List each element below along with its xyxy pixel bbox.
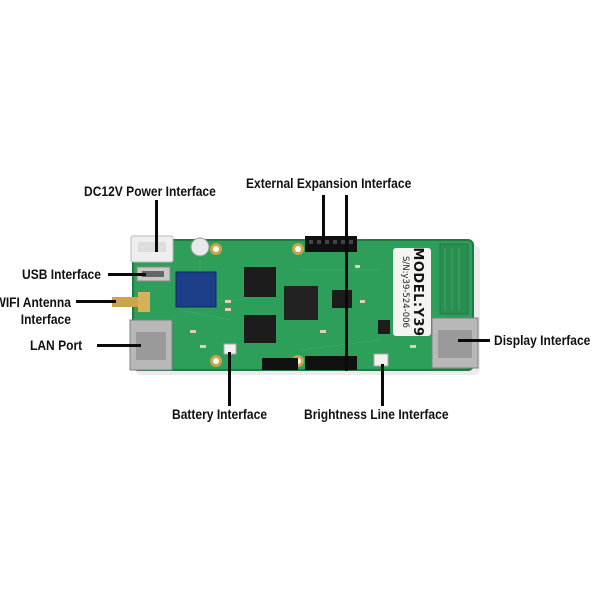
wifi-antenna-connector	[112, 297, 142, 307]
leader-brightness	[381, 364, 384, 406]
leader-wifi	[76, 300, 116, 303]
leader-display	[458, 339, 490, 342]
callout-lan-port: LAN Port	[30, 337, 83, 353]
expansion-header-bottom	[305, 356, 357, 370]
chip-1	[244, 267, 276, 297]
callout-dc-power: DC12V Power Interface	[84, 183, 216, 199]
callout-usb: USB Interface	[22, 266, 101, 282]
wifi-module	[175, 271, 217, 308]
leader-expansion-right	[345, 195, 348, 371]
callout-wifi-antenna: WIFI Antenna Interface	[0, 294, 71, 328]
callout-battery: Battery Interface	[172, 406, 268, 422]
leader-lan	[97, 344, 141, 347]
leader-usb	[108, 273, 146, 276]
chip-2	[244, 315, 276, 343]
callout-wifi-line1: WIFI Antenna	[0, 294, 71, 310]
processor-chip	[284, 286, 318, 320]
callout-external-expansion: External Expansion Interface	[246, 175, 412, 191]
callout-wifi-line2: Interface	[20, 311, 71, 327]
callout-display: Display Interface	[494, 332, 591, 348]
model-text: MODEL:Y39	[410, 247, 425, 337]
leader-dc-power	[155, 200, 158, 252]
pcb-pad-area	[439, 243, 469, 315]
callout-brightness-line: Brightness Line Interface	[304, 406, 449, 422]
leader-battery	[228, 352, 231, 406]
smd-components	[190, 265, 416, 348]
serial-number-text: S/N:y39-524-006	[400, 256, 410, 328]
model-sticker: MODEL:Y39 S/N:y39-524-006	[393, 247, 431, 337]
leader-expansion-left	[322, 195, 325, 243]
